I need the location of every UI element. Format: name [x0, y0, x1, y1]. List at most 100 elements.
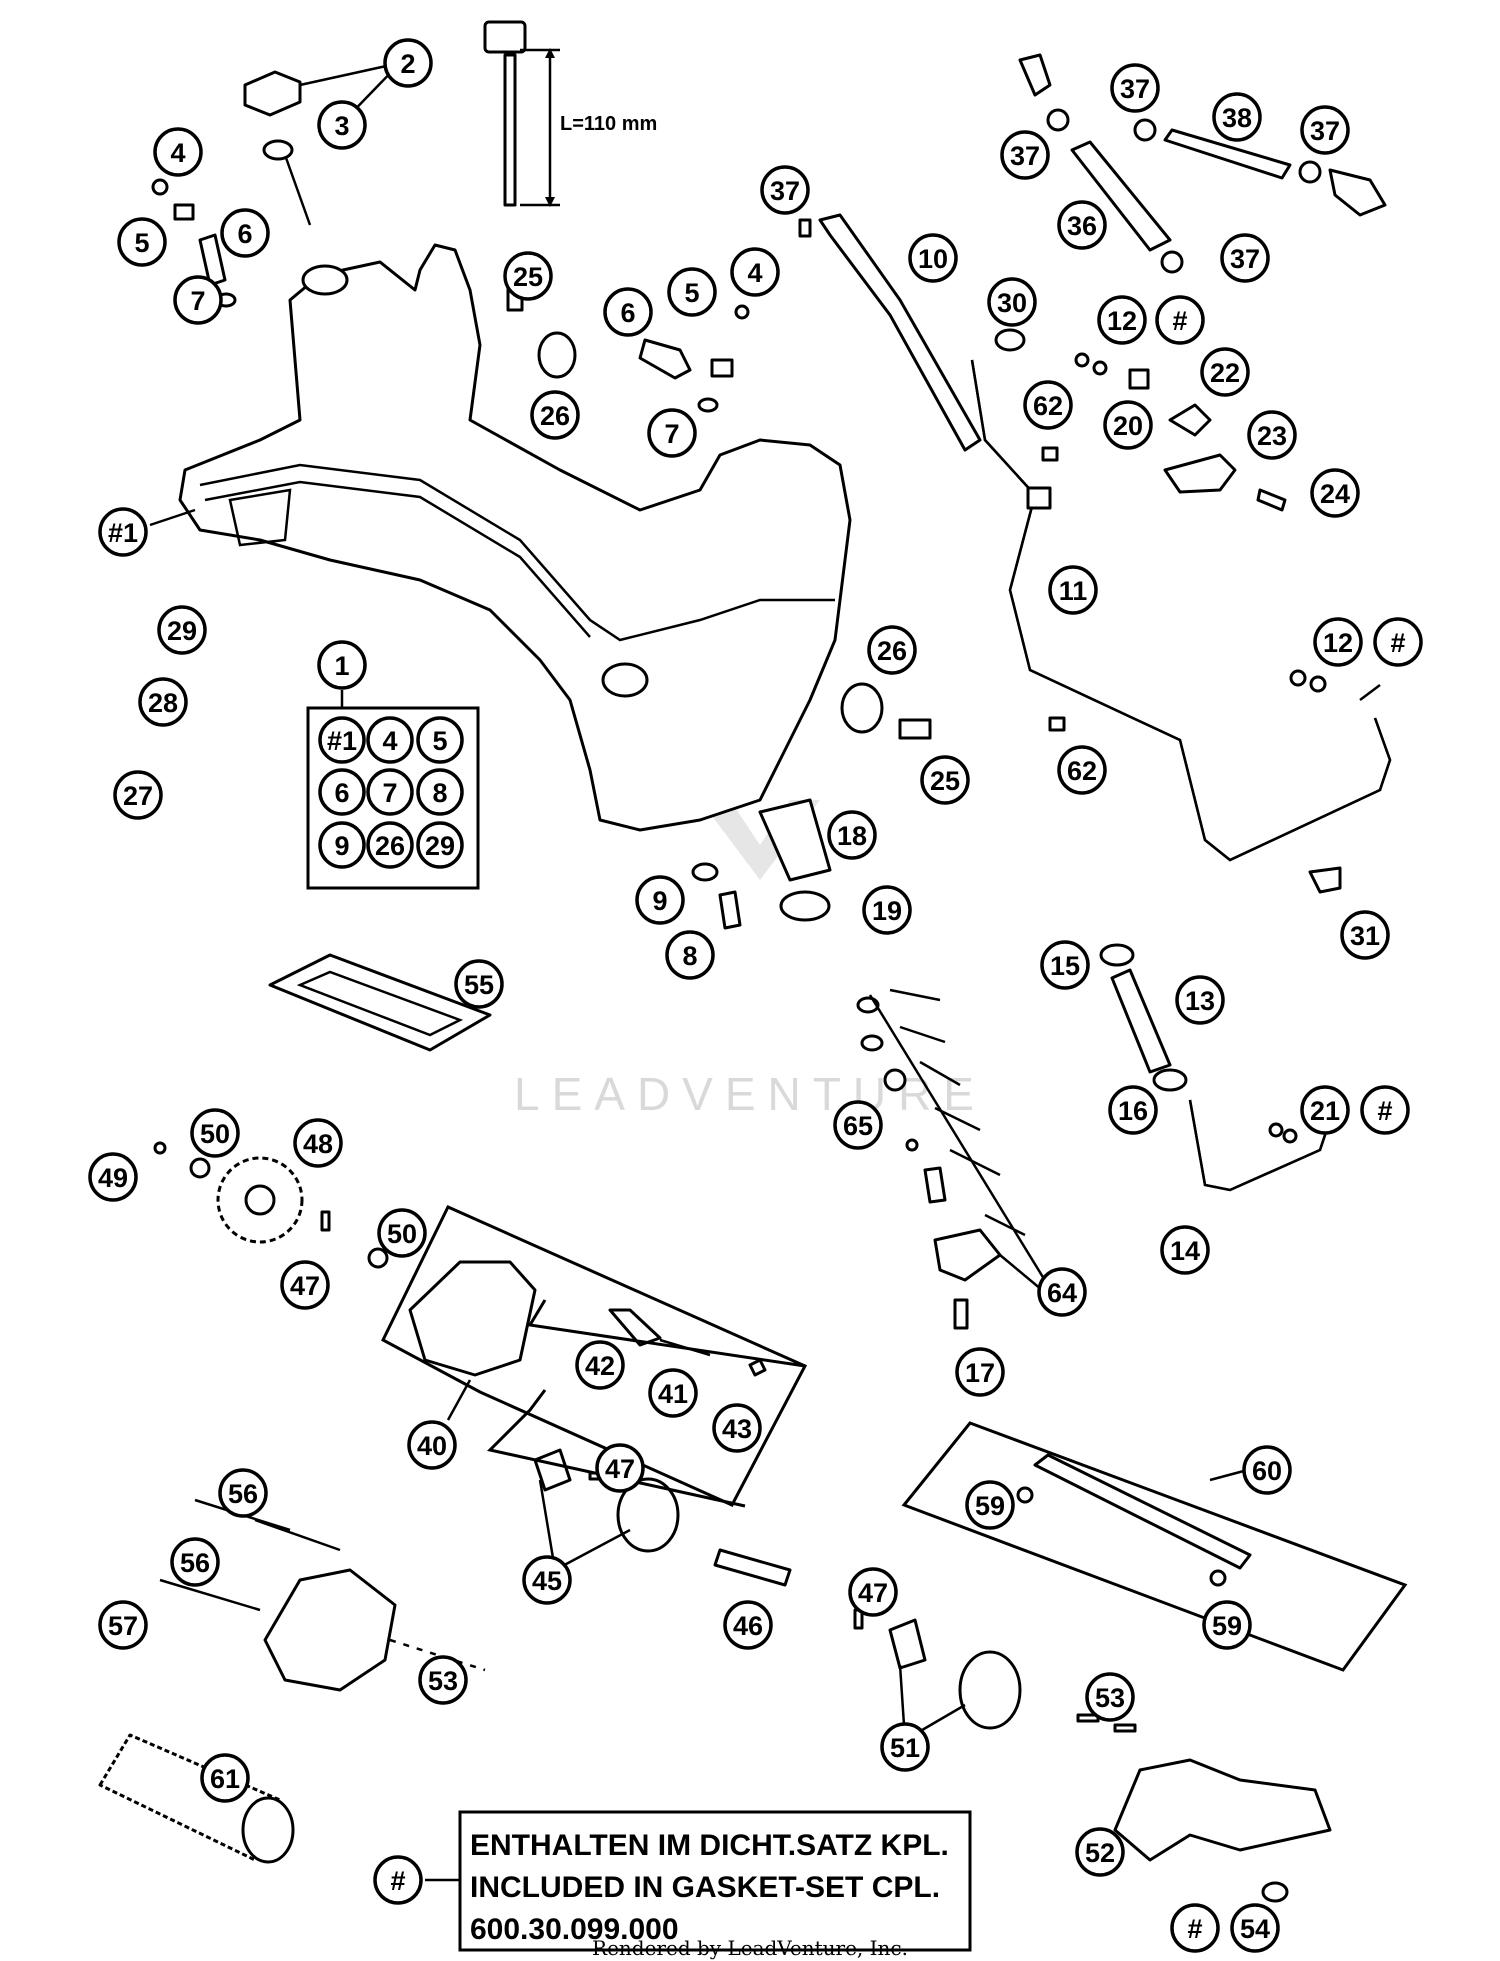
callout-circle [1037, 1267, 1087, 1317]
callout-circle [880, 1722, 930, 1772]
kit-callout-0: #1 [318, 716, 366, 764]
callout-circle [503, 251, 553, 301]
callout-29-30: 29 [157, 605, 207, 655]
callout-54-80: 54 [1230, 1903, 1280, 1953]
callout-circle [377, 1208, 427, 1258]
callout-26-7: 26 [530, 390, 580, 440]
callout-circle [1247, 410, 1297, 460]
check-valve-cover [933, 1228, 1002, 1282]
callout-circle [723, 1600, 773, 1650]
kit-callout-number: 5 [432, 726, 447, 756]
callout-circle [1230, 1903, 1280, 1953]
callout-24-27: 24 [1310, 468, 1360, 518]
callout-circle [1300, 105, 1350, 155]
callout-circle [867, 625, 917, 675]
kit-callout-number: 26 [375, 831, 405, 861]
kit-box [306, 706, 480, 890]
callout-circle [1040, 940, 1090, 990]
callout-number: 3 [334, 111, 349, 141]
callout-circle [317, 100, 367, 150]
callout-5-9: 5 [667, 267, 717, 317]
kit-callout-circle [416, 716, 464, 764]
callout-number: 26 [877, 636, 907, 666]
callout-circle [575, 1340, 625, 1390]
kit-callout-number: 7 [382, 778, 397, 808]
callout-circle [1057, 745, 1107, 795]
kit-callout-circle [366, 821, 414, 869]
callout-circle [833, 1100, 883, 1150]
callout-number: 53 [428, 1666, 458, 1696]
callout-17-52: 17 [955, 1347, 1005, 1397]
callout-number: 24 [1320, 479, 1350, 509]
callout-47-57: 47 [280, 1260, 330, 1310]
callout-number: 48 [303, 1129, 333, 1159]
callout-circle [113, 770, 163, 820]
callout-circle [647, 408, 697, 458]
callout-number: 25 [930, 766, 960, 796]
callout-circle [1175, 975, 1225, 1025]
callout-2-0: 2 [383, 38, 433, 88]
callout-16-46: 16 [1108, 1085, 1158, 1135]
callout-number: 22 [1210, 358, 1240, 388]
kit-callout-circle [318, 716, 366, 764]
callout-60-72: 60 [1242, 1445, 1292, 1495]
callout-circle [1373, 617, 1423, 667]
callout-circle [595, 1443, 645, 1493]
callout-number: 10 [918, 244, 948, 274]
kit-callout-circle [366, 716, 414, 764]
callout-circle [1220, 233, 1270, 283]
callout-28-31: 28 [138, 677, 188, 727]
callout-18-39: 18 [827, 810, 877, 860]
callout-circle [1300, 1085, 1350, 1135]
callout-number: 43 [722, 1414, 752, 1444]
callout-number: 14 [1170, 1236, 1200, 1266]
strainer-plate [268, 953, 492, 1052]
callout-51-75: 51 [880, 1722, 930, 1772]
callout-circle [1023, 380, 1073, 430]
callout-number: 37 [1310, 116, 1340, 146]
callout-circle [530, 390, 580, 440]
kit-callout-1: 4 [366, 716, 414, 764]
callout-47-63: 47 [595, 1443, 645, 1493]
callout-circle [848, 1567, 898, 1617]
callout-62-36: 62 [1057, 745, 1107, 795]
callout-circle [955, 1347, 1005, 1397]
callout-65-50: 65 [833, 1100, 883, 1150]
callout-number: 30 [997, 288, 1027, 318]
callout-37-18: 37 [1300, 105, 1350, 155]
kit-callout-circle [318, 821, 366, 869]
kit-callout-number: 6 [334, 778, 349, 808]
callout-number: #1 [108, 518, 138, 548]
kit-callout-number: #1 [327, 726, 357, 756]
callout-circle [667, 267, 717, 317]
watermark-text: LEADVENTURE [514, 1068, 986, 1120]
callout-8-42: 8 [665, 930, 715, 980]
callout-circle [603, 287, 653, 337]
callout-45-64: 45 [522, 1555, 572, 1605]
dimension-label: L=110 mm [560, 113, 657, 135]
callout-number: 26 [540, 401, 570, 431]
callout-number: 28 [148, 688, 178, 718]
callout-circle [1202, 1600, 1252, 1650]
callout-circle [965, 1480, 1015, 1530]
callout-number: 17 [965, 1358, 995, 1388]
callout-number: 59 [975, 1491, 1005, 1521]
callout-circle [1000, 130, 1050, 180]
callout-53-68: 53 [418, 1655, 468, 1705]
callout-number: 12 [1323, 628, 1353, 658]
callout-number: 46 [733, 1611, 763, 1641]
parts-linework [98, 20, 1392, 1903]
callout-circle [407, 1420, 457, 1470]
callout-20-25: 20 [1103, 400, 1153, 450]
callout-circle [173, 275, 223, 325]
callout-number: 27 [123, 781, 153, 811]
callout-number: 2 [400, 49, 415, 79]
callout-number: 55 [464, 970, 494, 1000]
kit-callout-2: 5 [416, 716, 464, 764]
callout-21-47: 21 [1300, 1085, 1350, 1135]
callout-number: 51 [890, 1733, 920, 1763]
callout-number: 65 [843, 1111, 873, 1141]
callout-circle [712, 1403, 762, 1453]
callout-12-21: 12 [1097, 295, 1147, 345]
